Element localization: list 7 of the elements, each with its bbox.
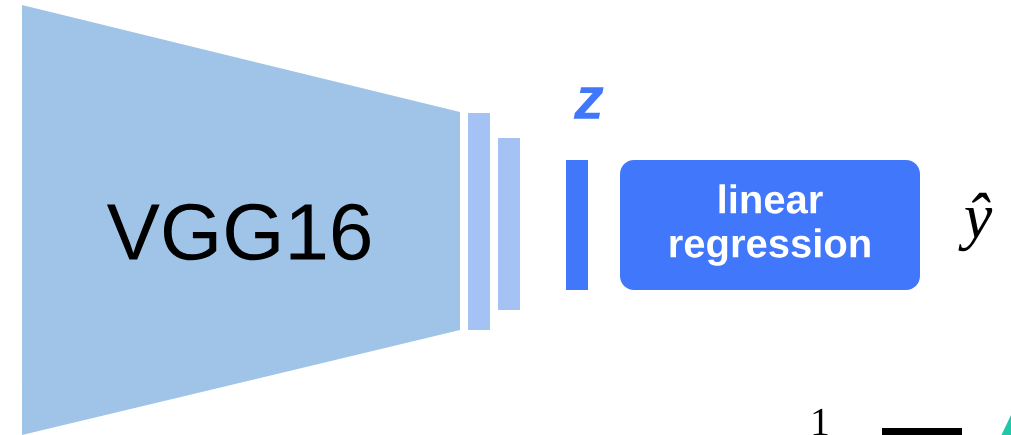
layer-bar xyxy=(566,160,588,290)
vector-label: z xyxy=(573,87,604,119)
layer-bar xyxy=(468,113,490,330)
formula-numeral: 1 xyxy=(813,408,828,435)
layer-bar xyxy=(498,138,520,310)
encoder-trapezoid: VGG16 xyxy=(22,5,460,435)
process-box: linear regression xyxy=(620,160,920,290)
